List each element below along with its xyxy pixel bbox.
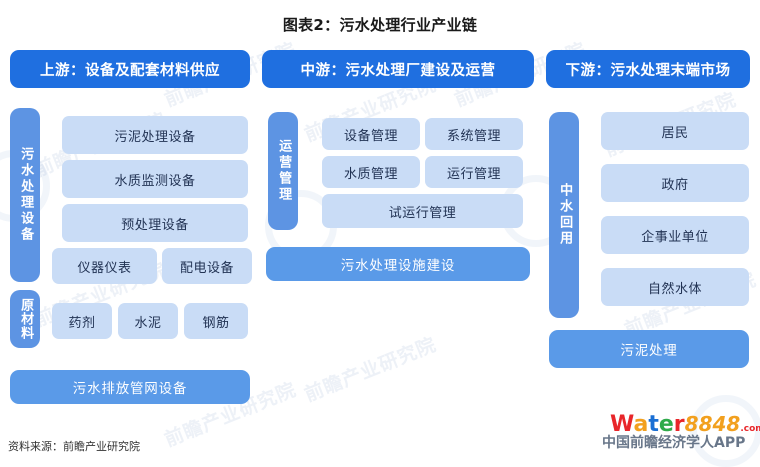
column-header-midstream: 中游：污水处理厂建设及运营 — [262, 50, 534, 88]
column-header-upstream: 上游：设备及配套材料供应 — [10, 50, 250, 88]
item-enterprises-and-institutions: 企事业单位 — [601, 216, 749, 254]
item-trial-operation-management: 试运行管理 — [322, 194, 523, 228]
watermark: 前瞻产业研究院 — [301, 333, 440, 407]
logo-wordmark: Water8848.com — [610, 412, 760, 437]
item-chemical-agents: 药剂 — [52, 303, 112, 339]
item-cement: 水泥 — [118, 303, 178, 339]
column-header-downstream: 下游：污水处理末端市场 — [546, 50, 750, 88]
logo-letter-e: e — [658, 412, 674, 437]
bottom-bar-sewage-discharge-pipe-network: 污水排放管网设备 — [10, 370, 250, 404]
item-operation-management: 运行管理 — [425, 156, 523, 188]
logo-letter-r: r — [673, 412, 685, 437]
logo-domain: .com — [740, 424, 760, 434]
logo-letter-w: W — [610, 412, 634, 437]
item-water-quality-management: 水质管理 — [322, 156, 420, 188]
logo-letter-a: a — [633, 412, 649, 437]
item-system-management: 系统管理 — [425, 118, 523, 150]
item-government: 政府 — [601, 164, 749, 202]
item-rebar: 钢筋 — [184, 303, 248, 339]
group-label-upstream-raw-materials: 原材料 — [10, 290, 40, 348]
item-residents: 居民 — [601, 112, 749, 150]
group-label-upstream-equipment: 污水处理设备 — [10, 108, 40, 282]
item-equipment-management: 设备管理 — [322, 118, 420, 150]
item-natural-water-bodies: 自然水体 — [601, 268, 749, 306]
group-label-midstream-operation-management: 运营管理 — [268, 112, 298, 230]
bottom-bar-sewage-treatment-facility-construction: 污水处理设施建设 — [266, 247, 530, 281]
item-power-distribution-equipment: 配电设备 — [162, 248, 252, 284]
item-pretreatment-equipment: 预处理设备 — [62, 204, 248, 242]
source-note: 资料来源：前瞻产业研究院 — [8, 440, 140, 453]
item-instruments-and-meters: 仪器仪表 — [52, 248, 157, 284]
item-sludge-treatment-equipment: 污泥处理设备 — [62, 116, 248, 154]
page-title: 图表2：污水处理行业产业链 — [282, 16, 478, 34]
item-water-quality-monitoring-equipment: 水质监测设备 — [62, 160, 248, 198]
brand-logo: Water8848.com 中国前瞻经济学人APP — [602, 410, 760, 458]
logo-number: 8848 — [684, 412, 741, 436]
logo-overlay-text: 中国前瞻经济学人APP — [602, 435, 746, 451]
bottom-bar-sludge-treatment: 污泥处理 — [549, 330, 749, 368]
logo-letter-t: t — [648, 412, 659, 437]
group-label-downstream-reclaimed-water-reuse: 中水回用 — [549, 112, 579, 318]
